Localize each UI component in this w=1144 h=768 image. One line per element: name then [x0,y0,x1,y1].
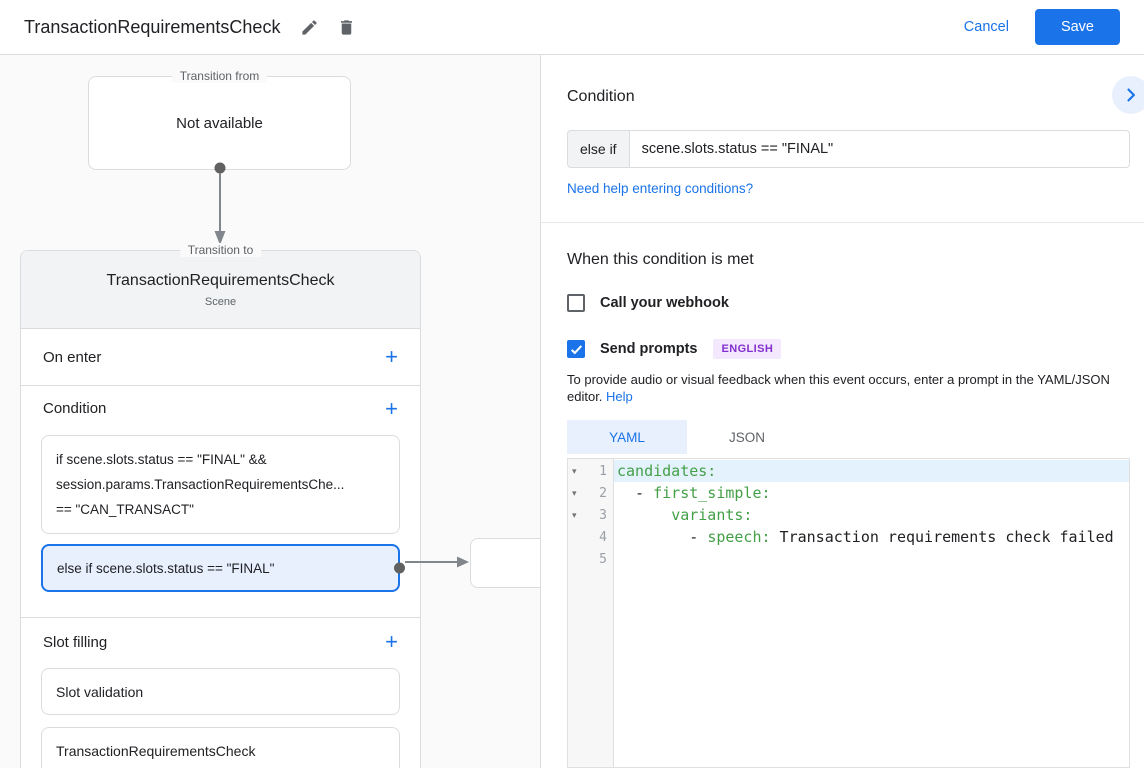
condition-line: if scene.slots.status == "FINAL" && [56,447,385,472]
slot-filling-section: Slot filling + Slot validation Transacti… [21,618,420,768]
language-badge: ENGLISH [713,339,781,359]
transition-from-content: Not available [176,115,263,132]
webhook-label: Call your webhook [600,295,729,311]
condition-line: == "CAN_TRANSACT" [56,497,385,522]
tab-yaml[interactable]: YAML [567,420,687,454]
line-number: 2 [584,486,613,501]
condition-prefix: else if [567,130,629,168]
edit-scene-button[interactable] [296,14,323,41]
prompts-description: To provide audio or visual feedback when… [567,371,1130,405]
editor-gutter: ▾1 ▾2 ▾3 4 5 [568,459,614,767]
cancel-button[interactable]: Cancel [964,19,1009,35]
line-number: 1 [584,464,613,479]
tab-json[interactable]: JSON [687,420,807,454]
send-prompts-checkbox[interactable] [567,340,585,358]
top-bar: TransactionRequirementsCheck Cancel Save [0,0,1144,55]
prompts-help-link[interactable]: Help [606,389,633,404]
slot-item-transaction[interactable]: TransactionRequirementsCheck [41,727,400,768]
collapse-panel-button[interactable] [1112,76,1144,114]
connector-dot [394,563,405,574]
on-enter-section: On enter + [21,329,420,386]
fold-arrow-icon[interactable]: ▾ [568,466,584,477]
condition-item-selected[interactable]: else if scene.slots.status == "FINAL" [41,544,400,592]
condition-transition-arrow [405,555,471,569]
slot-item-validation[interactable]: Slot validation [41,668,400,715]
code-line[interactable]: - first_simple: [614,482,1129,504]
page-title: TransactionRequirementsCheck [24,17,280,38]
webhook-checkbox[interactable] [567,294,585,312]
transition-to-legend: Transition to [180,243,262,257]
add-slot-button[interactable]: + [385,631,398,653]
save-button[interactable]: Save [1035,9,1120,45]
slot-filling-label: Slot filling [43,634,107,651]
condition-item[interactable]: if scene.slots.status == "FINAL" && sess… [41,435,400,534]
fold-arrow-icon[interactable]: ▾ [568,488,584,499]
call-webhook-row[interactable]: Call your webhook [567,294,1130,312]
top-bar-actions: Cancel Save [964,9,1120,45]
panel-title: Condition [567,88,635,106]
transition-from-box[interactable]: Transition from Not available [88,76,351,170]
pencil-icon [300,18,319,37]
condition-line: session.params.TransactionRequirementsCh… [56,472,385,497]
scene-card-header[interactable]: TransactionRequirementsCheck Scene [21,251,420,329]
scene-type-label: Scene [205,296,236,308]
condition-line: else if scene.slots.status == "FINAL" [57,561,274,576]
conditions-help-link[interactable]: Need help entering conditions? [567,181,1130,196]
editor-format-tabs: YAML JSON [567,420,1130,454]
transition-from-legend: Transition from [172,69,268,83]
when-met-title: When this condition is met [567,251,1130,269]
code-line[interactable] [614,548,1129,570]
add-on-enter-button[interactable]: + [385,346,398,368]
checkmark-icon [570,343,583,356]
add-condition-button[interactable]: + [385,398,398,420]
condition-label: Condition [43,400,106,417]
condition-section: Condition + if scene.slots.status == "FI… [21,386,420,618]
line-number: 4 [584,530,613,545]
condition-editor-row: else if [567,130,1130,168]
send-prompts-row[interactable]: Send prompts ENGLISH [567,339,1130,359]
code-line[interactable]: variants: [614,504,1129,526]
condition-detail-panel: Condition else if Need help entering con… [540,55,1144,768]
code-line-active[interactable]: candidates: [614,460,1129,482]
line-number: 5 [584,552,613,567]
scene-card: Transition to TransactionRequirementsChe… [20,250,421,768]
delete-scene-button[interactable] [333,14,360,41]
scene-canvas: Transition from Not available Transition… [0,55,540,768]
chevron-right-icon [1121,85,1141,105]
fold-arrow-icon[interactable]: ▾ [568,510,584,521]
panel-divider [541,222,1144,223]
on-enter-label: On enter [43,349,101,366]
send-prompts-label: Send prompts [600,341,697,357]
line-number: 3 [584,508,613,523]
code-line[interactable]: - speech: Transaction requirements check… [614,526,1129,548]
condition-input[interactable] [629,130,1130,168]
transition-target-box[interactable] [470,538,540,588]
yaml-code-editor[interactable]: ▾1 ▾2 ▾3 4 5 candidates: - first_simple:… [567,458,1130,768]
scene-name: TransactionRequirementsCheck [107,272,335,290]
editor-code-area[interactable]: candidates: - first_simple: variants: - … [614,459,1129,767]
trash-icon [337,18,356,37]
transition-arrow-down [212,161,228,247]
